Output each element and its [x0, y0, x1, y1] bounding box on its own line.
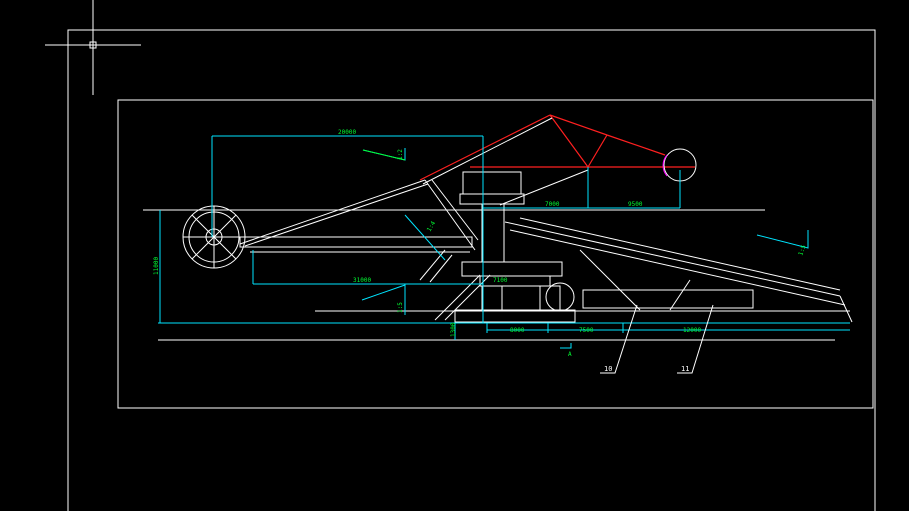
- outer-frame: [67, 29, 876, 511]
- stay-structure: [419, 114, 695, 181]
- callout-11: 11: [681, 365, 689, 373]
- dimension-lines: [159, 135, 850, 340]
- stay-outline: [422, 117, 589, 206]
- dim-top-span: 20000: [338, 129, 356, 136]
- dim-slope-mid: 1:5: [397, 302, 404, 313]
- dim-inner-a: 1:4: [426, 220, 438, 233]
- callout-10: 10: [604, 365, 612, 373]
- tail-conveyor: [504, 217, 853, 323]
- dim-slope-top: 1:2: [397, 149, 404, 160]
- crosshair-cursor-icon: [45, 0, 141, 95]
- dim-inner-b: 7100: [493, 277, 508, 284]
- section-mark-line: [560, 343, 572, 349]
- dim-left-height: 11000: [153, 257, 160, 275]
- slope-symbols: [361, 148, 809, 315]
- reference-lines: [143, 209, 850, 341]
- dim-right-b: 9500: [628, 201, 643, 208]
- dim-bottom-a: 8000: [510, 327, 525, 334]
- dim-right-a: 7000: [545, 201, 560, 208]
- bucket-wheel: [182, 205, 246, 269]
- dim-boom-span: 31000: [353, 277, 371, 284]
- dim-bottom-c: 12000: [683, 327, 701, 334]
- central-structure: [419, 171, 576, 323]
- boom-conveyor: [239, 179, 479, 253]
- inner-frame: [117, 99, 874, 409]
- callout-leaders: [600, 304, 714, 374]
- counterweight-arc: [662, 154, 668, 177]
- section-mark: A: [568, 351, 572, 358]
- dim-bottom-height: 1300: [450, 322, 457, 337]
- dim-slope-right: 1:5: [797, 244, 807, 257]
- dim-bottom-b: 7500: [579, 327, 594, 334]
